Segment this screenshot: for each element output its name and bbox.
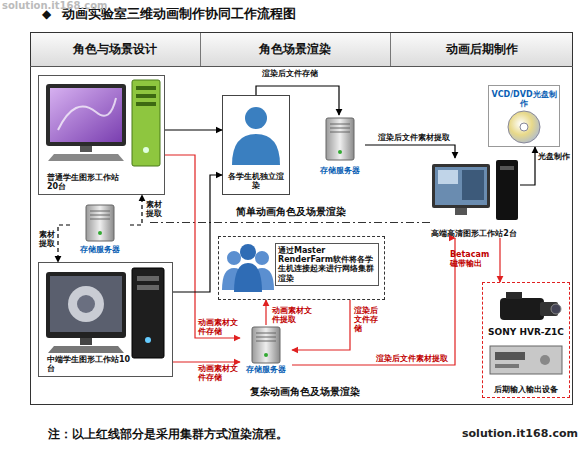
server-illustration <box>86 205 114 241</box>
node-text: 角色与场景设计 <box>30 32 200 66</box>
deck-illustration <box>490 346 562 374</box>
diagram-caption: 注：以上红线部分是采用集群方式渲染流程。 <box>48 428 448 442</box>
node-text: 中端学生图形工作站10台 <box>47 355 131 373</box>
node-text: 存储服务器 <box>70 245 130 254</box>
diagram-title: 动画实验室三维动画制作协同工作流程图 <box>62 7 462 22</box>
render-box: 各学生机独立渲染 <box>222 95 290 195</box>
text-label: solution.it168.com <box>2 0 142 12</box>
edge-label: Betacam磁带输出 <box>450 250 496 268</box>
node-text: 普通学生图形工作站20台 <box>47 173 127 191</box>
flow-connector <box>499 238 500 282</box>
server-illustration <box>252 327 280 363</box>
flow-connector <box>165 129 222 130</box>
edge-label: 动画素材文件提取 <box>272 306 312 324</box>
flow-connector <box>265 300 266 325</box>
edge-label: 素材提取 <box>39 230 57 248</box>
node-text: 存储服务器 <box>315 166 365 175</box>
server-box: 存储服务器 <box>240 325 292 375</box>
output-device-box: SONY HVR-Z1C 后期输入输出设备 <box>482 282 570 398</box>
edge-label: 动画素材文件存储 <box>198 318 238 336</box>
node-text: 后期输入输出设备 <box>483 385 569 394</box>
text-label: 简单动画角色及场景渲染 <box>236 206 366 218</box>
edge-label: 渲染后文件素材提取 <box>376 354 456 363</box>
node-text: 通过Master RenderFarm软件将各学生机连接起来进行网络集群渲染 <box>275 243 379 286</box>
workstation-box: 高端高清图形工作站2台 <box>428 158 520 238</box>
user-group-icon <box>222 244 274 292</box>
node-text: 高端高清图形工作站2台 <box>420 229 528 238</box>
flow-connector <box>130 195 142 225</box>
header-rule <box>30 66 573 67</box>
edge-label: 动画素材文件存储 <box>198 364 238 382</box>
text-label: solution.it168.com <box>462 428 586 441</box>
node-text: 角色场景渲染 <box>200 32 390 66</box>
outer-frame <box>31 33 573 405</box>
flow-connector <box>173 175 222 292</box>
edge-label: 渲染后文件存储 <box>354 306 380 334</box>
workstation-illustration <box>46 268 164 358</box>
flow-connector <box>256 86 339 115</box>
disc-illustration <box>508 111 540 143</box>
flow-connector <box>173 361 240 362</box>
column-divider <box>200 33 201 66</box>
text-label: ◆ <box>42 8 58 22</box>
column-header: 角色场景渲染 <box>200 32 390 66</box>
camera-illustration <box>500 292 561 320</box>
flow-connector <box>520 147 535 185</box>
node-text: 动画后期制作 <box>390 32 573 66</box>
column-header: 动画后期制作 <box>390 32 573 66</box>
header-band <box>31 33 572 66</box>
flow-connector <box>365 145 455 158</box>
workstation-illustration <box>432 160 518 220</box>
user-icon <box>232 107 280 165</box>
edge-label: 素材提取 <box>146 200 164 218</box>
workstation-box: 中端学生图形工作站10台 <box>38 262 173 377</box>
workstation-box: 普通学生图形工作站20台 <box>38 75 165 195</box>
edge-label: 光盘制作 <box>538 152 572 161</box>
edge-label: 渲染后文件素材提取 <box>378 133 458 142</box>
edge-label: 渲染后文件存储 <box>262 69 332 78</box>
server-illustration <box>326 118 354 160</box>
node-text: 各学生机独立渲染 <box>227 172 285 190</box>
flow-connector <box>165 155 240 338</box>
column-divider <box>390 33 391 66</box>
section-separator <box>150 222 430 223</box>
flow-connector <box>58 225 70 262</box>
node-text: VCD/DVD光盘制作 <box>491 90 557 108</box>
workstation-illustration <box>46 80 160 166</box>
node-text: SONY HVR-Z1C <box>483 327 569 337</box>
node-text: 存储服务器 <box>236 365 296 374</box>
server-box: 存储服务器 <box>70 203 130 255</box>
column-header: 角色与场景设计 <box>30 32 200 66</box>
disc-box: VCD/DVD光盘制作 <box>488 85 560 147</box>
text-label: 复杂动画角色及场景渲染 <box>250 386 380 398</box>
render-farm-box: 通过Master RenderFarm软件将各学生机连接起来进行网络集群渲染 <box>218 236 385 300</box>
server-box: 存储服务器 <box>315 115 365 177</box>
